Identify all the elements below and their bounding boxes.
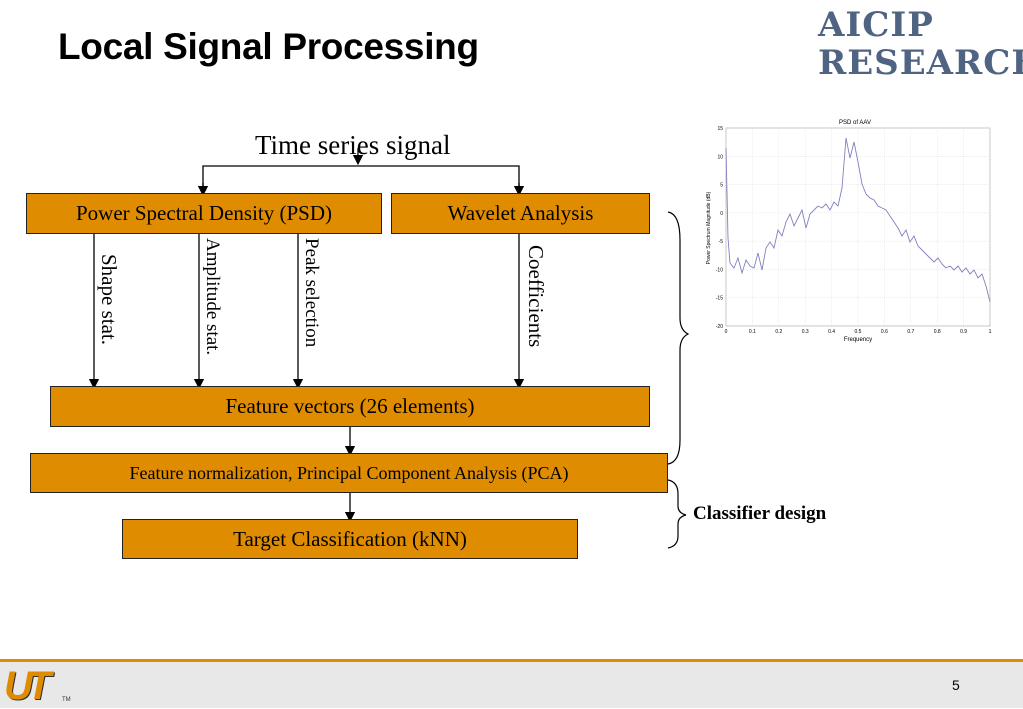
psd-x-tick-label: 0.1: [749, 329, 756, 335]
wavelet-box: Wavelet Analysis: [391, 193, 650, 234]
psd-x-tick-label: 0.9: [960, 329, 967, 335]
split-connector: [202, 165, 520, 190]
feature-extraction-brace: [667, 211, 690, 465]
psd-y-tick-label: -20: [716, 324, 723, 330]
psd-plot-ylabel: Power Spectrum Magnitude (dB): [706, 191, 712, 264]
psd-y-tick-label: 15: [717, 126, 723, 132]
psd-x-tick-label: 0.8: [934, 329, 941, 335]
logo-line-2: RESEARCH: [818, 43, 1023, 83]
normalization-box: Feature normalization, Principal Compone…: [30, 453, 668, 493]
coefficients-label: Coefficients: [524, 245, 548, 348]
psd-plot-x-ticks: 0 0.1 0.2 0.3 0.4 0.5 0.6 0.7 0.8 0.9 1: [725, 329, 992, 335]
psd-x-tick-label: 0.3: [802, 329, 809, 335]
psd-y-tick-label: -5: [719, 239, 724, 245]
psd-y-tick-label: 10: [717, 154, 723, 160]
logo-line-1: AICIP: [818, 5, 934, 45]
page-number: 5: [952, 677, 960, 693]
psd-x-tick-label: 0.4: [828, 329, 835, 335]
psd-y-tick-label: 5: [720, 183, 723, 189]
psd-y-tick-label: -10: [716, 267, 723, 273]
psd-plot-line: [725, 137, 991, 303]
psd-plot: PSD of AAV 0 0.1 0.2 0.3 0.4 0.5 0.6 0.7 0.8 0.9 1…: [706, 120, 992, 343]
psd-x-tick-label: 0: [725, 329, 728, 335]
psd-x-tick-label: 0.5: [855, 329, 862, 335]
psd-box: Power Spectral Density (PSD): [26, 193, 382, 234]
footer-bar: [0, 662, 1023, 708]
classification-box: Target Classification (kNN): [122, 519, 578, 559]
psd-x-tick-label: 0.6: [881, 329, 888, 335]
psd-x-tick-label: 1: [989, 329, 992, 335]
time-series-label: Time series signal: [255, 130, 451, 160]
psd-x-tick-label: 0.7: [907, 329, 914, 335]
psd-plot-xlabel: Frequency: [844, 337, 872, 343]
psd-y-tick-label: -15: [716, 296, 723, 302]
ut-logo: UT: [4, 664, 51, 708]
feature-vectors-box: Feature vectors (26 elements): [50, 386, 650, 427]
psd-plot-title: PSD of AAV: [839, 120, 871, 126]
slide-title: Local Signal Processing: [58, 26, 479, 67]
psd-y-tick-label: 0: [720, 211, 723, 217]
footer-divider: [0, 659, 1023, 662]
psd-x-tick-label: 0.2: [775, 329, 782, 335]
classifier-design-label: Classifier design: [693, 503, 827, 524]
aicip-research-logo: AICIP RESEARCH: [818, 5, 1023, 83]
psd-plot-y-ticks: 15 10 5 0 -5 -10 -15 -20: [716, 126, 723, 330]
peak-selection-label: Peak selection: [301, 238, 322, 348]
classifier-brace: [667, 479, 687, 549]
shape-stat-label: Shape stat.: [97, 254, 121, 345]
trademark-mark: TM: [62, 697, 71, 703]
psd-plot-grid: [725, 127, 991, 327]
amplitude-stat-label: Amplitude stat.: [202, 238, 223, 356]
